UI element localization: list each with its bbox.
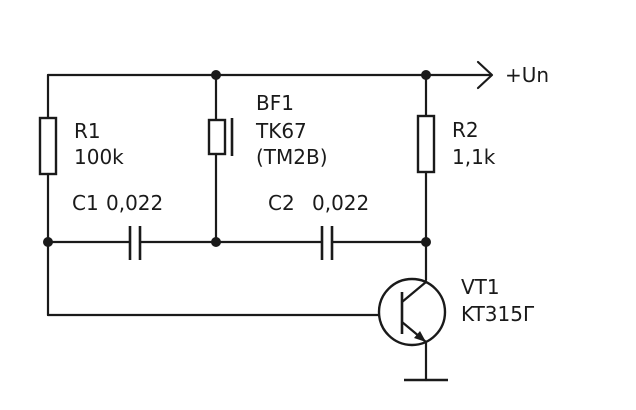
junction-dot: [211, 237, 221, 247]
bf1-model-label: TK67: [255, 119, 307, 143]
c1-ref-label: C1: [72, 191, 99, 215]
junction-dot: [421, 70, 431, 80]
bf1-ref-label: BF1: [256, 91, 294, 115]
vt1-emitter-arrow-icon: [414, 331, 426, 342]
vt1-model-label: KT315Г: [461, 302, 535, 326]
bf1-alt-label: (TM2B): [256, 145, 328, 169]
supply-label: +Un: [505, 63, 549, 87]
r1-resistor: [38, 116, 58, 176]
vt1-collector-lead: [400, 280, 428, 304]
bf1-buzzer: [207, 118, 227, 156]
r2-value-label: 1,1k: [452, 145, 496, 169]
vt1-ref-label: VT1: [461, 275, 500, 299]
c2-ref-label: C2: [268, 191, 295, 215]
junction-dot: [43, 237, 53, 247]
c1-value-label: 0,022: [106, 191, 163, 215]
junction-dot: [421, 237, 431, 247]
c2-value-label: 0,022: [312, 191, 369, 215]
vt1-body: [377, 277, 447, 347]
supply-arrow-icon: [476, 60, 494, 90]
r2-resistor: [416, 114, 436, 174]
junction-dot: [211, 70, 221, 80]
r2-ref-label: R2: [452, 118, 479, 142]
r1-ref-label: R1: [74, 119, 101, 143]
r1-value-label: 100k: [74, 145, 124, 169]
